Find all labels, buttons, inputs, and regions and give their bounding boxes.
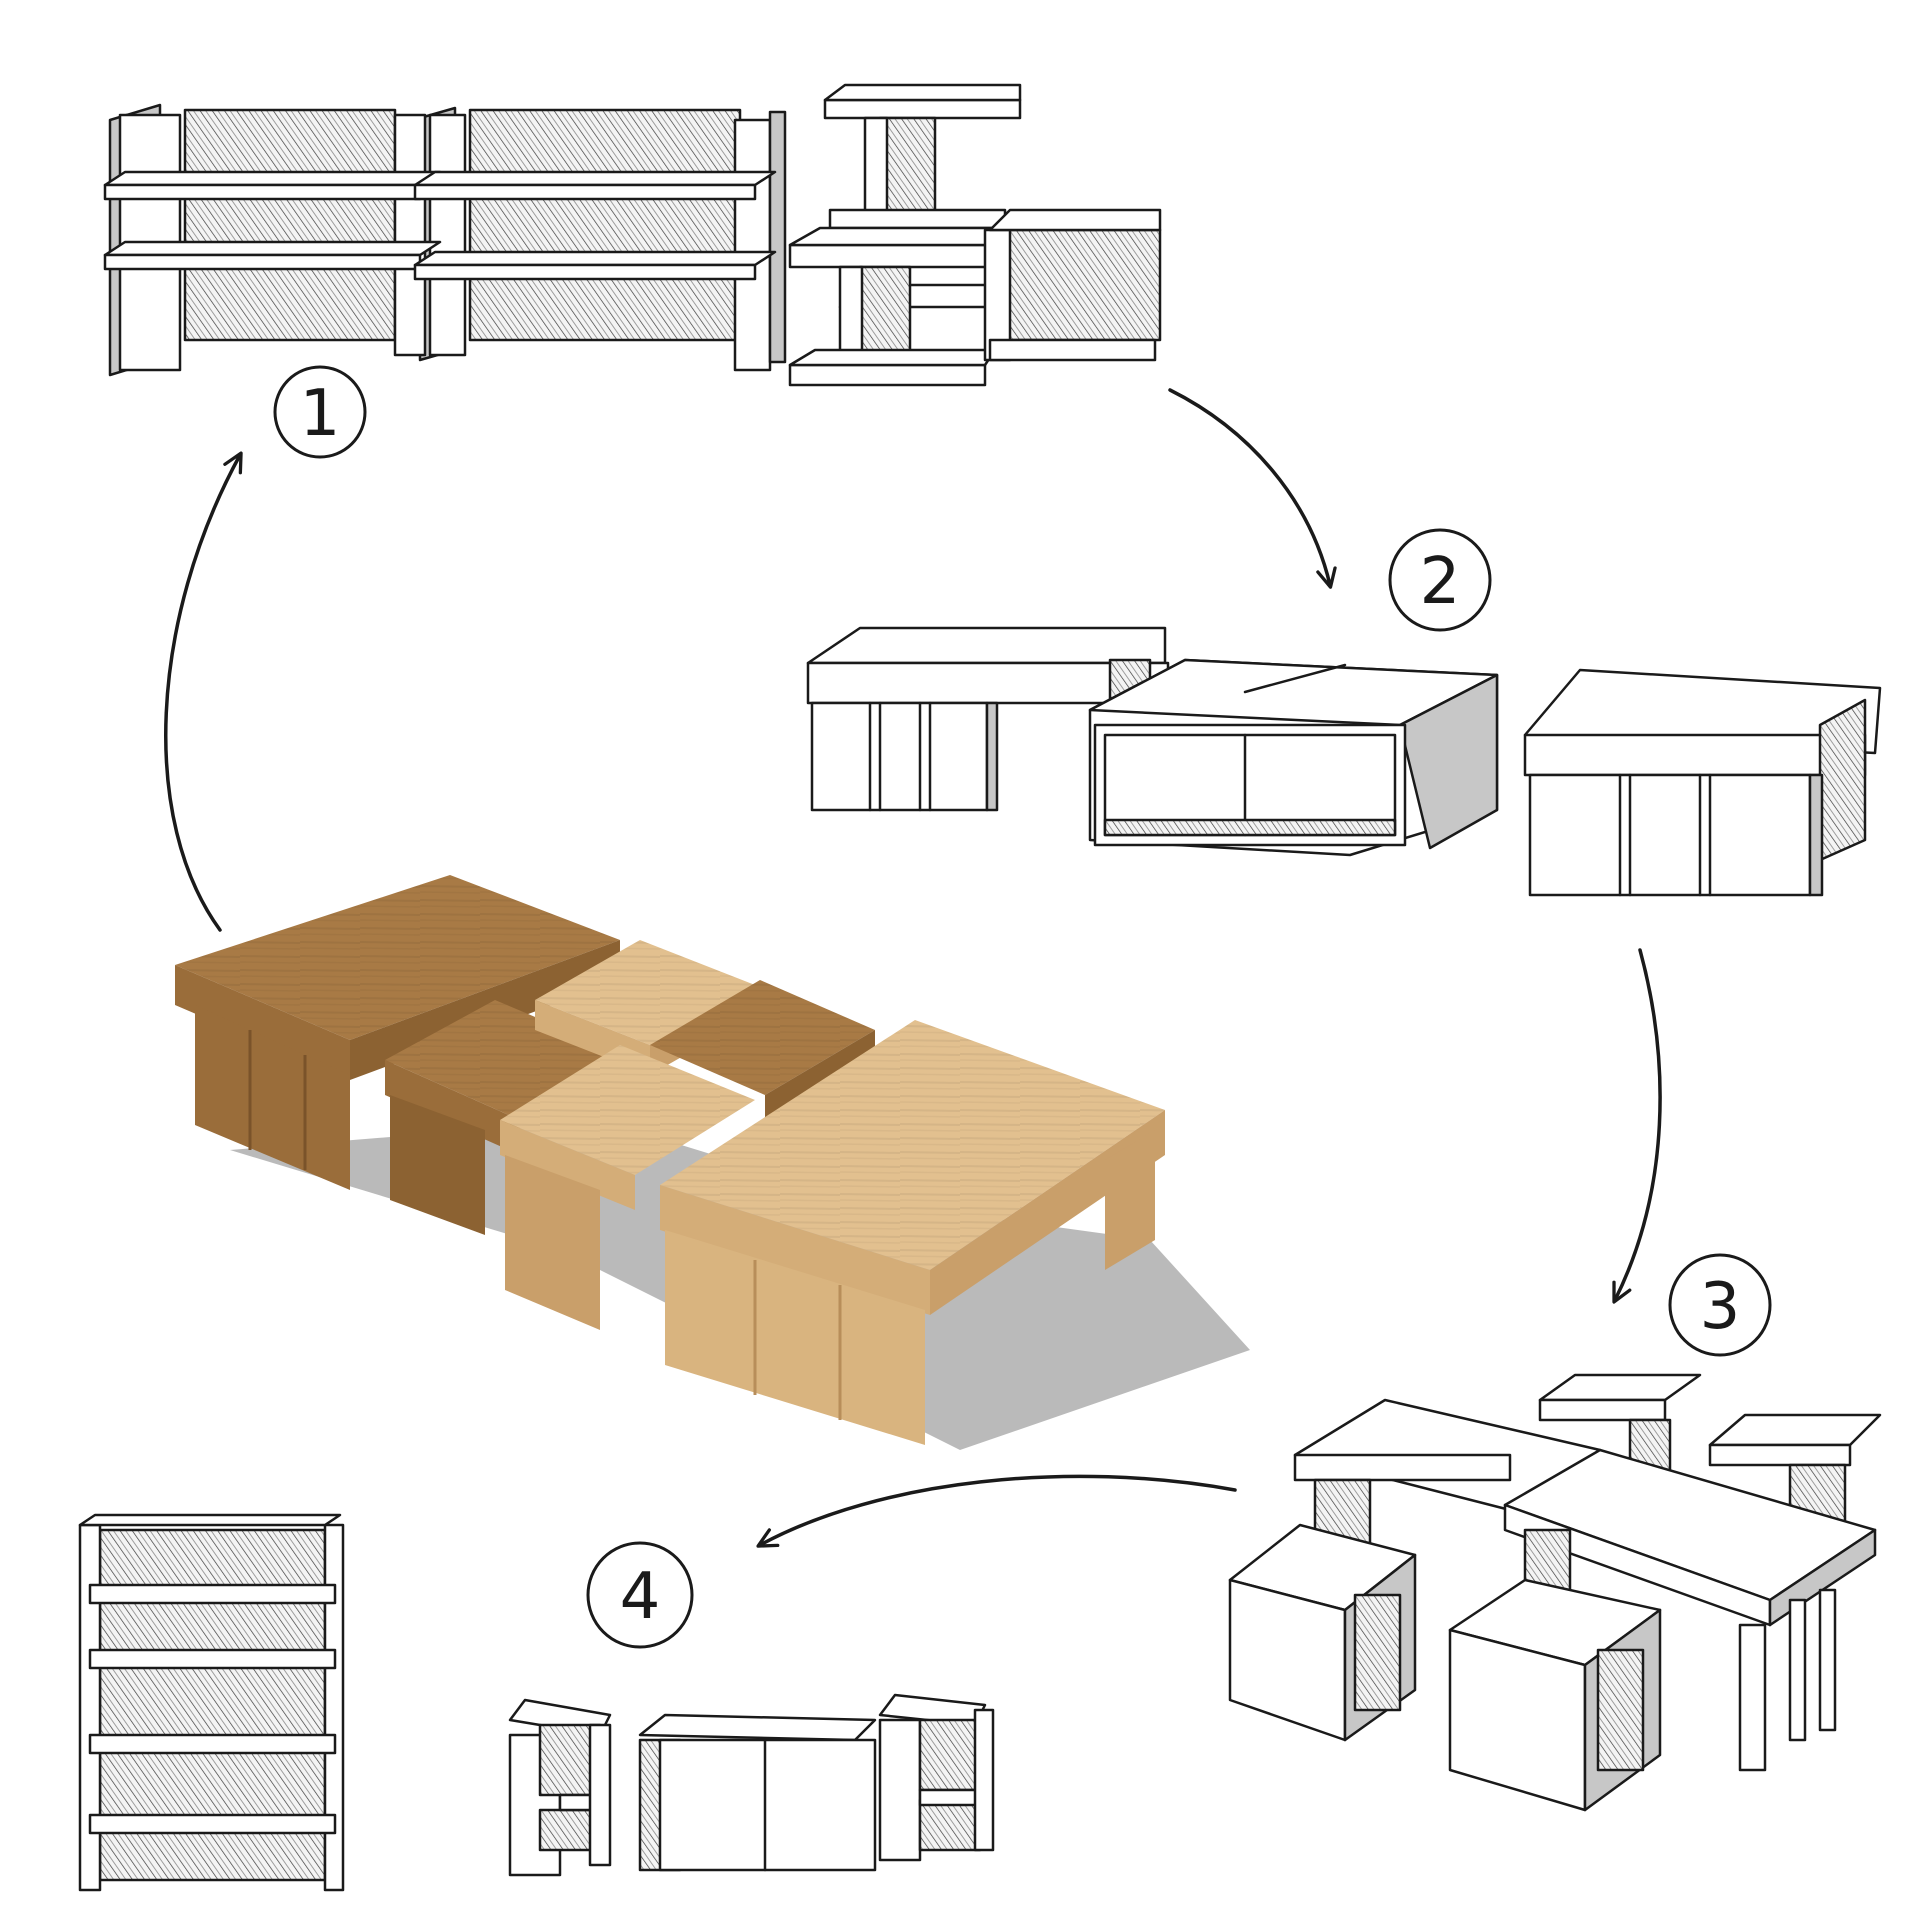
step-2-label: 2 xyxy=(1420,545,1461,619)
step-1-badge: 1 xyxy=(273,365,367,459)
light-wood-table xyxy=(660,1020,1165,1445)
light-wood-stool-front xyxy=(500,1045,755,1330)
step-1-shelving-sketch xyxy=(103,83,1162,387)
arrow-step-3-to-step-4 xyxy=(756,1474,1237,1548)
step-3-badge: 3 xyxy=(1668,1253,1772,1357)
nested-wooden-furniture-set xyxy=(175,875,1250,1450)
arrow-step-2-to-step-3 xyxy=(1612,948,1662,1304)
step-3-desk-sketch xyxy=(1228,1373,1882,1812)
step-4-bench-sketch xyxy=(508,1693,995,1877)
step-1-label: 1 xyxy=(300,377,341,451)
dark-wood-table xyxy=(175,875,620,1190)
step-2-badge: 2 xyxy=(1388,528,1492,632)
step-3-label: 3 xyxy=(1700,1270,1741,1344)
step-2-table-sketch xyxy=(806,626,1882,897)
step-4-bookshelf-sketch xyxy=(78,1513,345,1892)
step-4-badge: 4 xyxy=(586,1541,694,1649)
arrow-center-to-step-1 xyxy=(164,451,243,932)
arrow-step-1-to-step-2 xyxy=(1168,388,1337,589)
step-4-label: 4 xyxy=(620,1560,661,1634)
cycle-arrows xyxy=(164,388,1662,1548)
